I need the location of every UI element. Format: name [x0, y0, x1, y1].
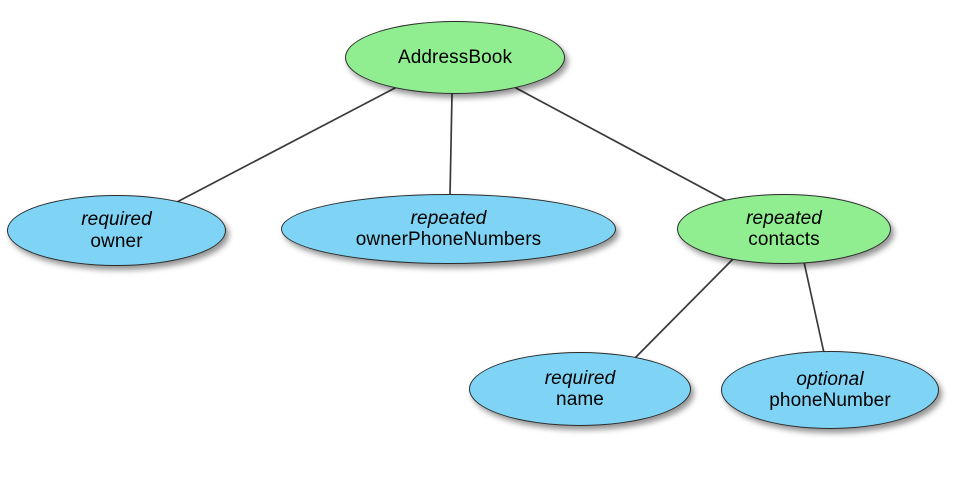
node-phone-number-label: phoneNumber — [769, 390, 891, 411]
edge-addressbook-to-contacts — [515, 87, 728, 202]
node-phone-number-modifier: optional — [796, 368, 864, 390]
node-owner-modifier: required — [81, 209, 152, 231]
node-addressbook[interactable]: AddressBook — [345, 21, 565, 94]
node-owner-phone-numbers-label: ownerPhoneNumbers — [355, 229, 542, 250]
edge-addressbook-to-owner — [176, 87, 396, 203]
node-phone-number[interactable]: optional phoneNumber — [721, 351, 939, 429]
node-name-modifier: required — [544, 367, 616, 389]
node-owner-phone-numbers-modifier: repeated — [410, 207, 487, 229]
edges-group — [176, 87, 825, 361]
node-name-label: name — [556, 389, 604, 410]
node-owner[interactable]: required owner — [7, 195, 226, 266]
edge-contacts-to-phoneNumber — [803, 261, 825, 354]
node-contacts[interactable]: repeated contacts — [677, 194, 891, 264]
node-owner-label: owner — [90, 230, 143, 252]
edge-addressbook-to-ownerPhoneNumbers — [449, 93, 453, 197]
node-name[interactable]: required name — [469, 352, 691, 426]
edge-contacts-to-name — [632, 257, 735, 361]
node-addressbook-label: AddressBook — [397, 46, 513, 68]
node-contacts-modifier: repeated — [746, 207, 822, 229]
node-contacts-label: contacts — [748, 229, 820, 250]
node-owner-phone-numbers[interactable]: repeated ownerPhoneNumbers — [281, 194, 616, 264]
